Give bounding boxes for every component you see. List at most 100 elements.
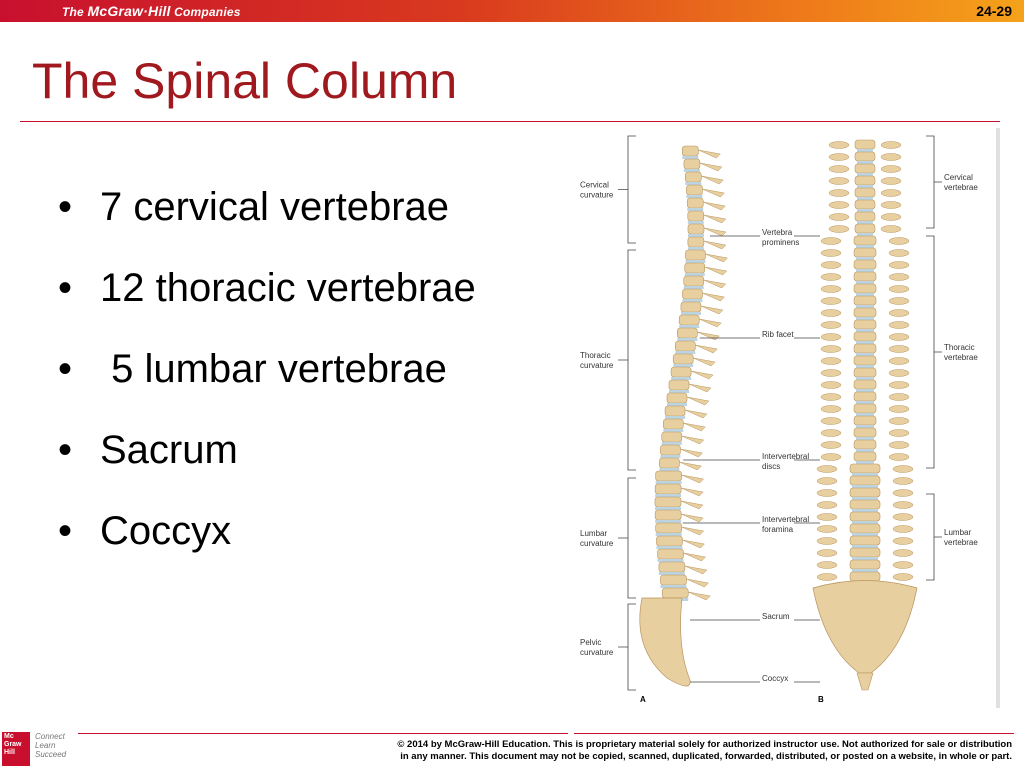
transverse-process <box>888 417 910 425</box>
transverse-process <box>892 573 914 581</box>
vertebra-lateral <box>658 561 686 573</box>
disc-lateral <box>683 169 700 172</box>
vertebra-lateral <box>656 535 683 547</box>
vertebra-lateral <box>654 496 682 508</box>
spinous-process <box>690 370 714 380</box>
curvature-bracket <box>618 603 636 691</box>
spinous-process <box>693 357 716 367</box>
vertebra-posterior <box>853 331 877 342</box>
disc-posterior <box>852 521 878 524</box>
vertebra-posterior <box>854 139 876 150</box>
sacrum-lateral <box>639 597 691 687</box>
vertebra-posterior <box>849 463 881 474</box>
spinous-process <box>703 214 727 224</box>
mcgraw-hill-logo: Mc Graw Hill <box>2 732 30 766</box>
disc-posterior <box>856 461 874 464</box>
disc-lateral <box>656 546 683 549</box>
transverse-process <box>888 273 910 281</box>
transverse-process <box>888 357 910 365</box>
vertebra-posterior <box>854 175 876 186</box>
disc-lateral <box>682 156 699 159</box>
disc-lateral <box>655 520 682 523</box>
transverse-process <box>820 393 842 401</box>
spinous-process <box>699 318 722 328</box>
vertebrae-label: vertebrae <box>944 353 978 362</box>
curvature-bracket <box>618 135 636 244</box>
transverse-process <box>820 441 842 449</box>
spinous-process <box>681 474 705 484</box>
disc-posterior <box>857 149 873 152</box>
vertebra-posterior <box>854 151 876 162</box>
slide-number: 24-29 <box>976 3 1012 19</box>
disc-lateral <box>666 403 687 406</box>
transverse-process <box>892 477 914 485</box>
vertebra-lateral <box>666 392 688 404</box>
bullet-item: •12 thoracic vertebrae <box>58 266 476 310</box>
vertebra-lateral <box>683 275 705 287</box>
transverse-process <box>828 213 850 221</box>
spinous-process <box>688 591 711 601</box>
disc-posterior <box>857 209 873 212</box>
disc-lateral <box>655 507 682 510</box>
disc-lateral <box>680 312 701 315</box>
transverse-process <box>820 345 842 353</box>
bullet-item: •Sacrum <box>58 428 238 472</box>
vertebra-posterior <box>853 319 877 330</box>
disc-lateral <box>668 390 689 393</box>
transverse-process <box>888 297 910 305</box>
title-divider <box>20 121 1000 122</box>
transverse-process <box>828 153 850 161</box>
transverse-process <box>820 429 842 437</box>
vertebra-posterior <box>849 487 881 498</box>
disc-lateral <box>687 221 704 224</box>
structure-label: Sacrum <box>762 612 790 621</box>
transverse-process <box>820 333 842 341</box>
disc-lateral <box>655 533 682 536</box>
vertebra-lateral <box>686 197 704 209</box>
disc-posterior <box>852 569 878 572</box>
transverse-process <box>820 381 842 389</box>
transverse-process <box>816 465 838 473</box>
vertebra-posterior <box>853 451 877 462</box>
spinous-process <box>700 305 724 315</box>
transverse-process <box>820 273 842 281</box>
disc-lateral <box>677 338 698 341</box>
transverse-process <box>820 237 842 245</box>
vertebra-lateral <box>654 509 682 521</box>
disc-posterior <box>856 281 874 284</box>
vertebra-lateral <box>661 587 689 599</box>
header-bar: The McGraw·Hill Companies 24-29 <box>0 0 1024 22</box>
vertebra-posterior <box>849 475 881 486</box>
transverse-process <box>888 381 910 389</box>
spinous-process <box>695 344 718 354</box>
vertebra-posterior <box>854 223 876 234</box>
disc-posterior <box>856 353 874 356</box>
curvature-label: Cervical <box>580 181 609 190</box>
transverse-process <box>892 537 914 545</box>
vertebra-lateral <box>659 457 680 469</box>
vertebra-posterior <box>849 559 881 570</box>
disc-posterior <box>857 161 873 164</box>
spinous-process <box>697 331 720 341</box>
transverse-process <box>888 453 910 461</box>
spinous-process <box>681 487 704 497</box>
vertebra-posterior <box>849 523 881 534</box>
disc-lateral <box>658 572 685 575</box>
vertebra-posterior <box>853 259 877 270</box>
vertebra-lateral <box>672 353 694 365</box>
bullet-list: •7 cervical vertebrae •12 thoracic verte… <box>58 182 476 587</box>
transverse-process <box>816 573 838 581</box>
vertebra-posterior <box>853 427 877 438</box>
transverse-process <box>820 417 842 425</box>
vertebrae-label: vertebrae <box>944 538 978 547</box>
copyright-notice: © 2014 by McGraw-Hill Education. This is… <box>397 739 1012 762</box>
disc-posterior <box>856 377 874 380</box>
vertebra-lateral <box>668 379 690 391</box>
coccyx-posterior <box>856 672 874 691</box>
transverse-process <box>888 321 910 329</box>
spine-artwork <box>639 139 918 691</box>
footer-divider-right <box>574 733 1014 734</box>
spinous-process <box>703 227 727 237</box>
disc-lateral <box>687 247 704 250</box>
